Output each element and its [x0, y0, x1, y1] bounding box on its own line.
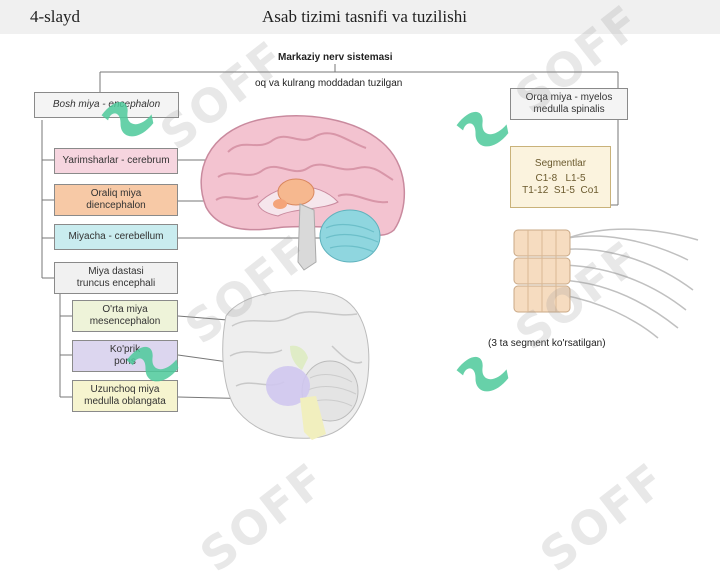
- spinal-cord-node-latin: medulla spinalis: [533, 104, 605, 115]
- slide-title: Asab tizimi tasnifi va tuzilishi: [262, 7, 467, 26]
- midbrain-node-label: O'rta miya: [102, 304, 148, 315]
- root-node-label: Markaziy nerv sistemasi: [278, 52, 393, 63]
- brainstem-node-label: Miya dastasi: [88, 266, 144, 277]
- spinal-cord-node: Orqa miya - myelos medulla spinalis: [510, 88, 628, 120]
- brainstem-node: Miya dastasi truncus encephali: [54, 262, 178, 294]
- spinal-cord-node-label: Orqa miya - myelos: [525, 92, 613, 103]
- segments-row-1: C1-8 L1-5: [535, 172, 586, 184]
- medulla-node-latin: medulla oblangata: [84, 396, 166, 407]
- diencephalon-node-label: Oraliq miya: [90, 188, 142, 199]
- midbrain-node: O'rta miya mesencephalon: [72, 300, 178, 332]
- pons-node-latin: pons: [114, 356, 136, 367]
- brain-node-label: Bosh miya - encephalon: [52, 99, 161, 110]
- hemispheres-node-label: Yarimsharlar - cerebrum: [62, 155, 170, 166]
- diencephalon-node-latin: diencephalon: [86, 200, 146, 211]
- slide-header: 4-slayd Asab tizimi tasnifi va tuzilishi: [0, 0, 720, 34]
- segments-row-2: T1-12 S1-5 Co1: [522, 184, 599, 196]
- pons-node: Ko'prik pons: [72, 340, 178, 372]
- segments-title: Segmentlar: [534, 157, 587, 169]
- cerebellum-node: Miyacha - cerebellum: [54, 224, 178, 250]
- segments-node: Segmentlar C1-8 L1-5 T1-12 S1-5 Co1: [510, 146, 611, 208]
- segment-note: (3 ta segment ko'rsatilgan): [488, 338, 606, 349]
- slide-number: 4-slayd: [30, 7, 81, 26]
- midbrain-node-latin: mesencephalon: [89, 316, 161, 327]
- cerebellum-node-label: Miyacha - cerebellum: [68, 231, 164, 242]
- root-node-subtitle: oq va kulrang moddadan tuzilgan: [255, 78, 403, 89]
- brainstem-node-latin: truncus encephali: [76, 278, 156, 289]
- spinal-segments-illustration: [513, 228, 699, 339]
- hemispheres-node: Yarimsharlar - cerebrum: [54, 148, 178, 174]
- medulla-node-label: Uzunchoq miya: [90, 384, 160, 395]
- medulla-node: Uzunchoq miya medulla oblangata: [72, 380, 178, 412]
- diencephalon-node: Oraliq miya diencephalon: [54, 184, 178, 216]
- brain-sagittal-illustration: [200, 115, 405, 271]
- brain-node: Bosh miya - encephalon: [34, 92, 179, 118]
- brainstem-illustration: [222, 290, 370, 440]
- pons-node-label: Ko'prik: [109, 344, 141, 355]
